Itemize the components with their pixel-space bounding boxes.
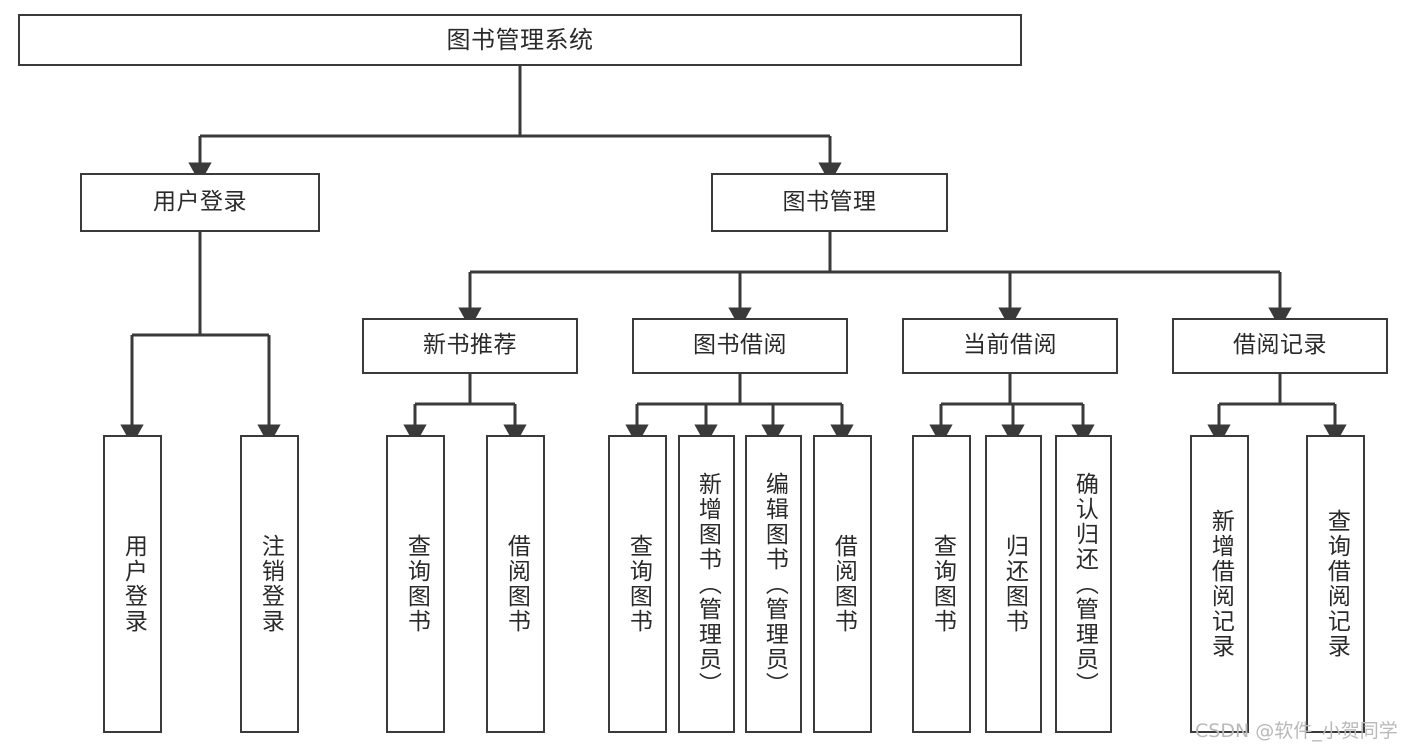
node-new-book-rec[interactable]: 新书推荐 <box>362 318 578 374</box>
node-leaf-logout[interactable]: 注销登录 <box>240 435 299 733</box>
node-label: 图书管理 <box>782 188 877 215</box>
node-leaf-user-login[interactable]: 用户登录 <box>103 435 162 733</box>
node-user-login[interactable]: 用户登录 <box>80 173 320 232</box>
node-label: 新增图书（管理员） <box>694 471 721 697</box>
node-leaf-query-book-2[interactable]: 查询图书 <box>608 435 667 733</box>
node-book-manage[interactable]: 图书管理 <box>711 173 948 232</box>
node-label: 新增借阅记录 <box>1207 509 1234 659</box>
node-current-borrow[interactable]: 当前借阅 <box>902 318 1118 374</box>
node-leaf-query-record[interactable]: 查询借阅记录 <box>1306 435 1365 733</box>
csdn-watermark: CSDN @软件_小贺同学 <box>1195 720 1398 742</box>
node-leaf-query-book-3[interactable]: 查询图书 <box>912 435 971 733</box>
node-label: 注销登录 <box>257 534 284 634</box>
node-label: 借阅图书 <box>503 534 530 634</box>
node-label: 编辑图书（管理员） <box>761 471 788 697</box>
node-label: 新书推荐 <box>423 332 517 359</box>
node-label: 图书管理系统 <box>446 25 594 54</box>
node-label: 归还图书 <box>1001 534 1028 634</box>
node-label: 查询图书 <box>403 534 430 634</box>
node-label: 确认归还（管理员） <box>1071 471 1098 697</box>
node-label: 借阅图书 <box>830 534 857 634</box>
node-label: 图书借阅 <box>693 332 787 359</box>
node-leaf-return-book[interactable]: 归还图书 <box>985 435 1042 733</box>
node-label: 查询图书 <box>625 534 652 634</box>
node-leaf-edit-book[interactable]: 编辑图书（管理员） <box>745 435 802 733</box>
node-label: 用户登录 <box>120 534 147 634</box>
node-borrow-record[interactable]: 借阅记录 <box>1172 318 1388 374</box>
node-leaf-query-book-1[interactable]: 查询图书 <box>386 435 445 733</box>
node-label: 查询借阅记录 <box>1323 509 1350 659</box>
node-label: 查询图书 <box>929 534 956 634</box>
node-label: 用户登录 <box>153 188 247 215</box>
node-leaf-borrow-book-1[interactable]: 借阅图书 <box>486 435 545 733</box>
node-leaf-add-record[interactable]: 新增借阅记录 <box>1190 435 1249 733</box>
node-label: 当前借阅 <box>963 332 1057 359</box>
node-root[interactable]: 图书管理系统 <box>18 14 1022 66</box>
node-leaf-borrow-book-2[interactable]: 借阅图书 <box>813 435 872 733</box>
node-label: 借阅记录 <box>1233 332 1327 359</box>
node-book-borrow[interactable]: 图书借阅 <box>632 318 848 374</box>
node-leaf-confirm-return[interactable]: 确认归还（管理员） <box>1055 435 1112 733</box>
node-leaf-add-book[interactable]: 新增图书（管理员） <box>678 435 735 733</box>
